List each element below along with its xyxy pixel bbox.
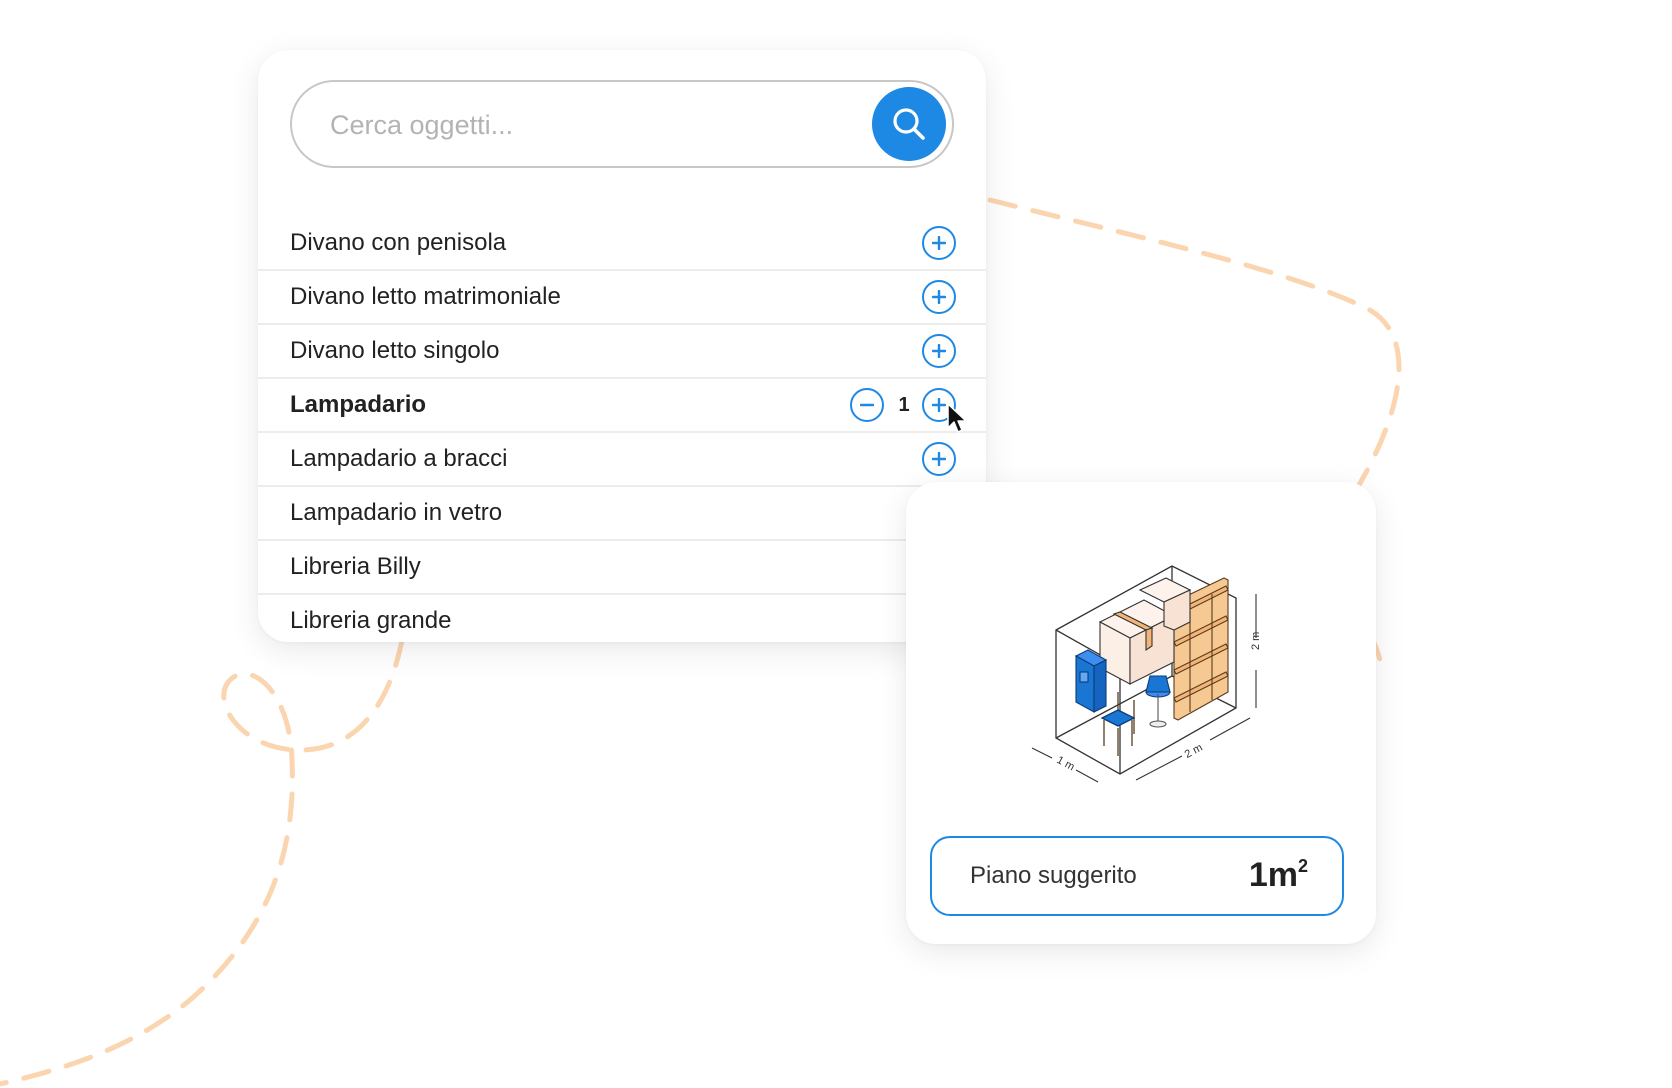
search-bar — [290, 80, 954, 168]
item-label: Divano letto matrimoniale — [290, 283, 561, 310]
list-item: Divano letto matrimoniale — [258, 271, 986, 325]
item-label: Lampadario — [290, 391, 427, 418]
minus-icon — [860, 403, 874, 407]
plan-value-number: 1m — [1248, 856, 1298, 894]
plus-icon — [932, 452, 946, 466]
height-dimension: 2 m — [1250, 632, 1262, 650]
item-label: Lampadario in vetro — [290, 499, 503, 526]
list-item: Libreria Billy — [258, 541, 986, 595]
item-label: Libreria grande — [290, 607, 452, 634]
item-label: Divano letto singolo — [290, 337, 500, 364]
search-input[interactable] — [328, 102, 852, 148]
plan-label: Piano suggerito — [970, 862, 1137, 889]
item-label: Lampadario a bracci — [290, 445, 508, 472]
suggested-plan-box[interactable]: Piano suggerito 1m2 — [930, 836, 1344, 916]
mouse-pointer-icon — [947, 403, 967, 433]
plus-icon — [932, 290, 946, 304]
list-item: Divano con penisola — [258, 217, 986, 271]
search-icon — [893, 108, 925, 140]
item-label: Libreria Billy — [290, 553, 421, 580]
add-item-button[interactable] — [922, 334, 956, 368]
list-item: Divano letto singolo — [258, 325, 986, 379]
plus-icon — [932, 398, 946, 412]
list-item: Lampadario in vetro — [258, 487, 986, 541]
item-search-panel: Divano con penisola Divano letto matrimo… — [258, 50, 986, 642]
list-item: Libreria grande — [258, 595, 986, 647]
item-quantity: 1 — [898, 393, 910, 416]
storage-unit-illustration: 2 m 2 m 1 m — [1031, 565, 1262, 783]
search-button[interactable] — [872, 87, 946, 161]
item-list: Divano con penisola Divano letto matrimo… — [258, 217, 986, 647]
plus-icon — [932, 344, 946, 358]
remove-item-button[interactable] — [850, 388, 884, 422]
list-item-selected: Lampadario 1 — [258, 379, 986, 433]
plan-value: 1m2 — [1249, 856, 1308, 895]
list-item: Lampadario a bracci — [258, 433, 986, 487]
plus-icon — [932, 236, 946, 250]
add-item-button[interactable] — [922, 442, 956, 476]
add-item-button[interactable] — [922, 226, 956, 260]
item-label: Divano con penisola — [290, 229, 507, 256]
width-dimension: 1 m — [1055, 754, 1077, 773]
suggested-plan-card: 2 m 2 m 1 m Piano suggerito 1m2 — [906, 482, 1376, 944]
length-dimension: 2 m — [1183, 742, 1205, 761]
add-item-button[interactable] — [922, 280, 956, 314]
plan-value-exponent: 2 — [1297, 855, 1308, 876]
